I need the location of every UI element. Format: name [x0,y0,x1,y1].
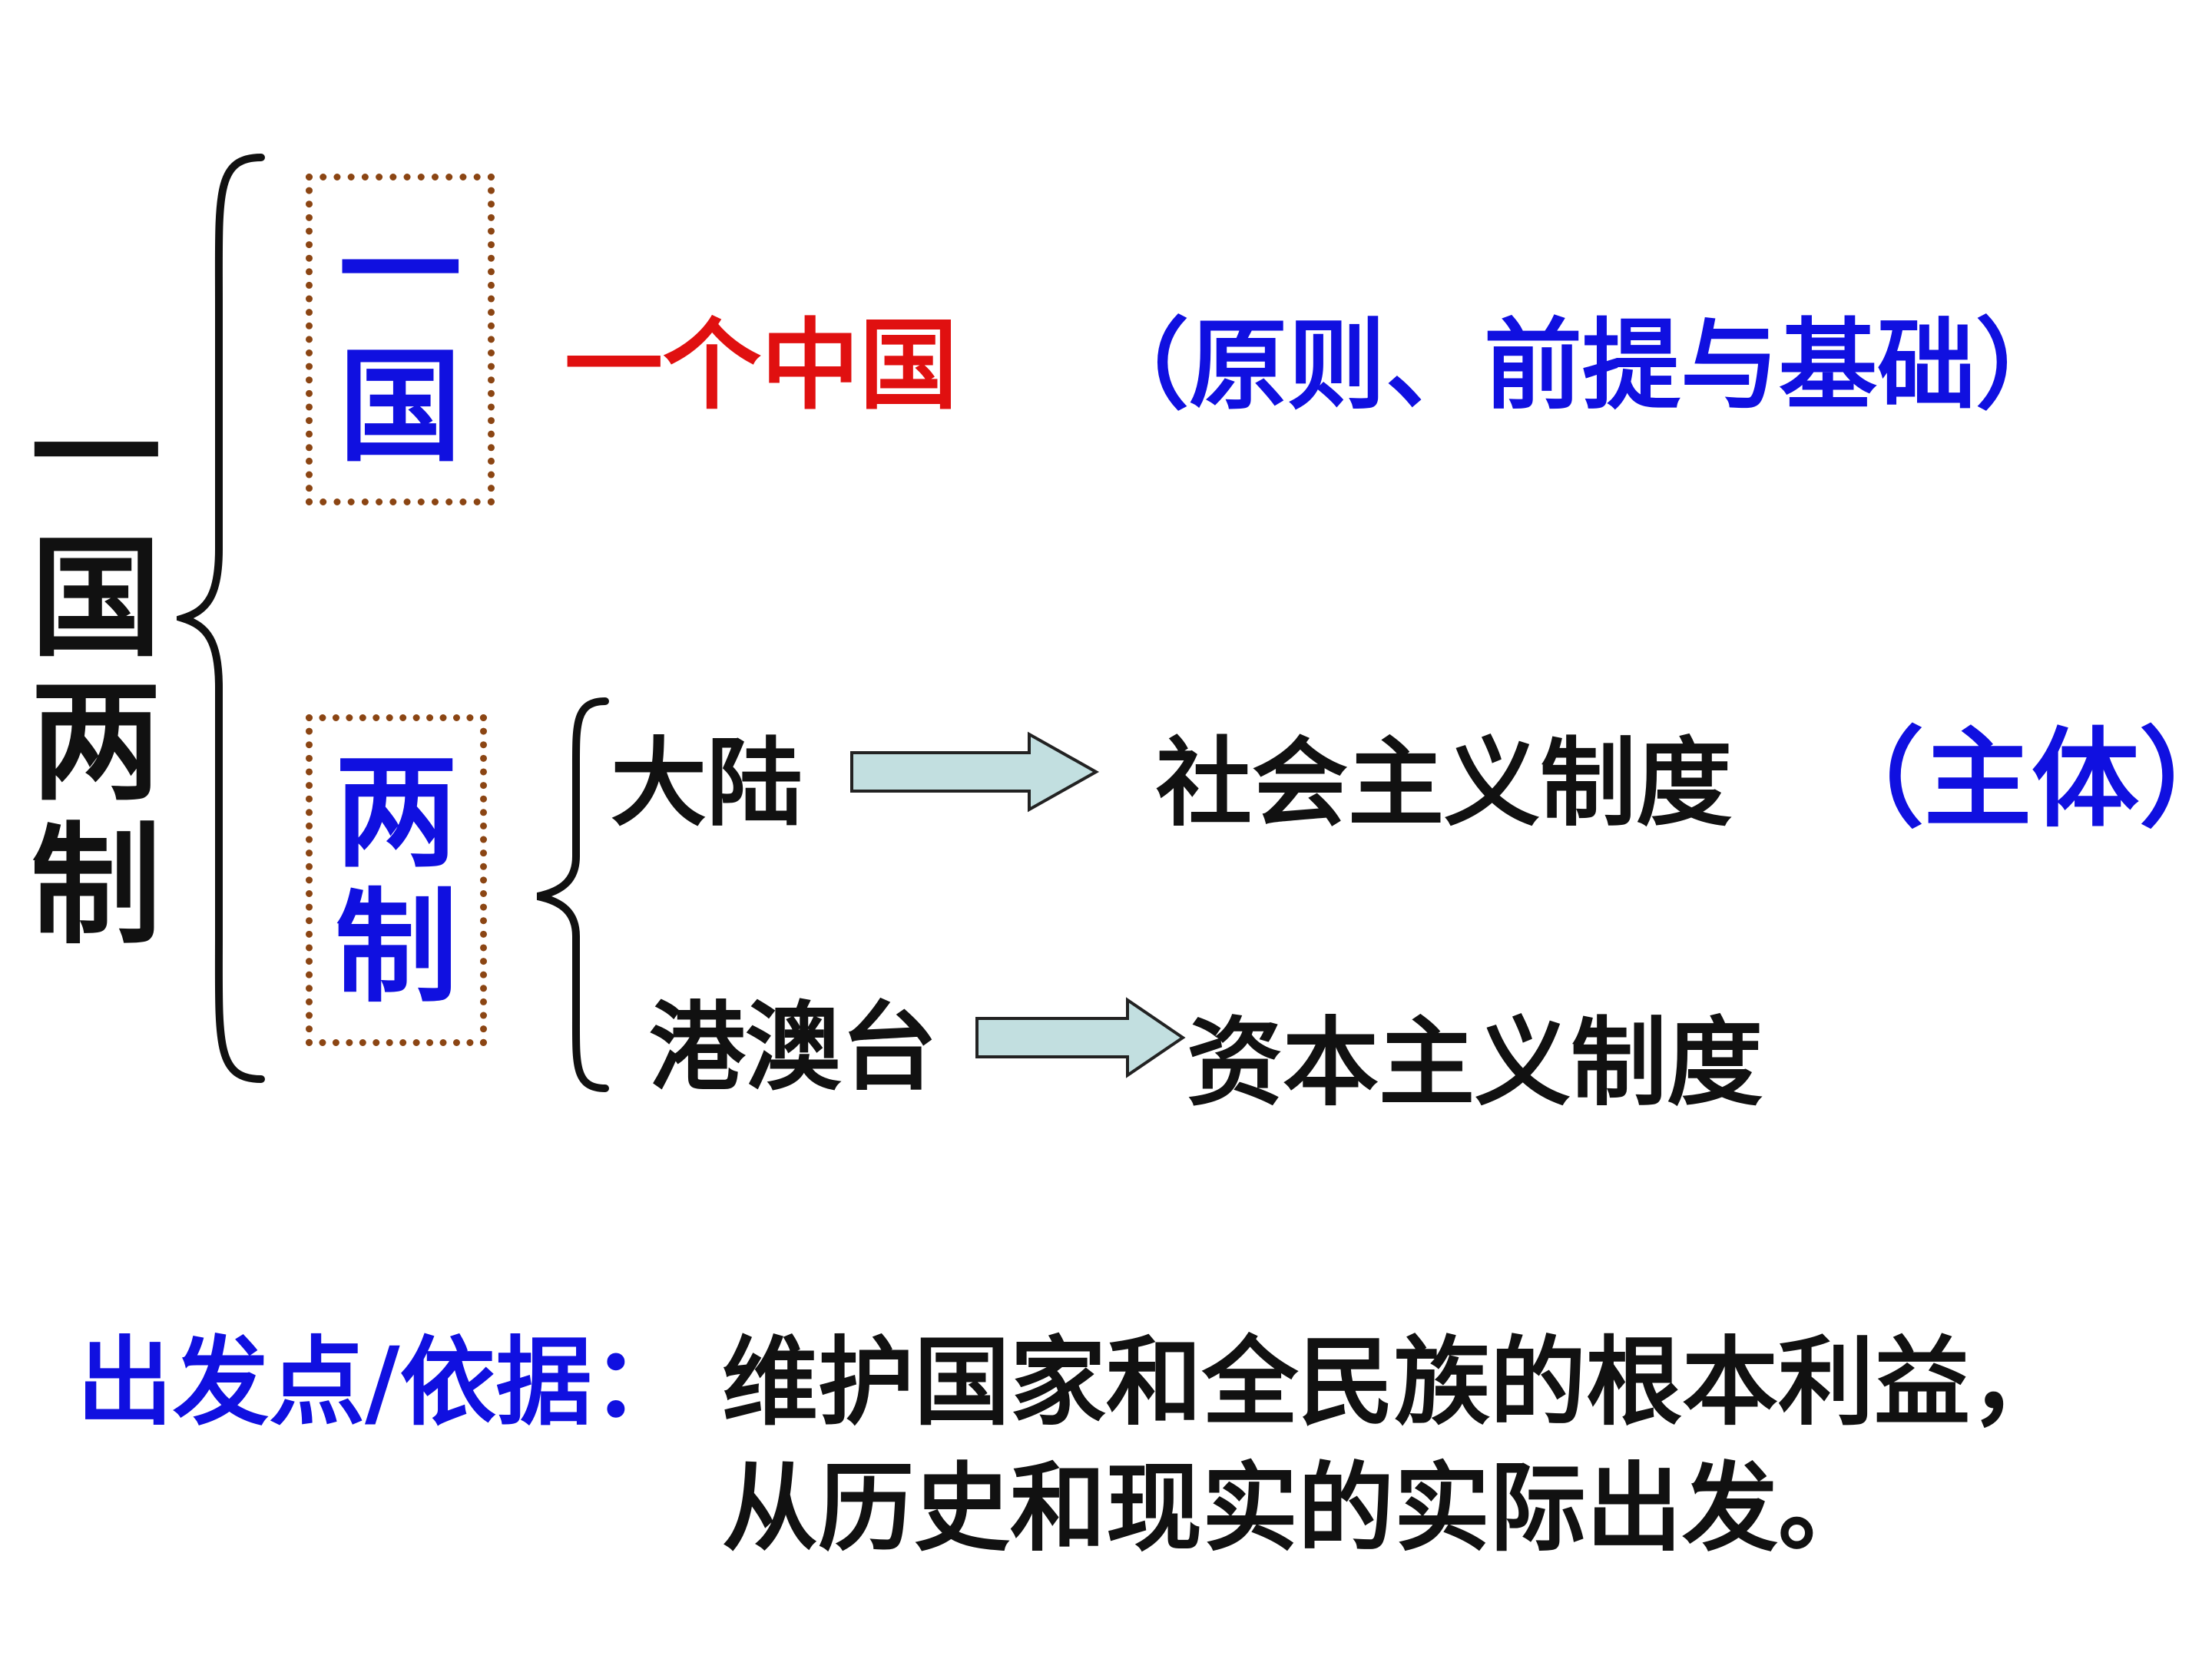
two-systems-box: 两 制 [306,714,487,1046]
arrow-right-icon [850,731,1100,813]
basis-line2: 从历史和现实的实际出发。 [722,1453,1874,1565]
left-brace-icon [536,697,609,1092]
box-char: 国 [338,335,462,478]
basis-label: 出发点/依据： [77,1327,688,1439]
basis-line1: 维护国家和全民族的根本利益， [722,1327,2066,1439]
hmt-label: 港澳台 [649,992,937,1104]
one-country-box-text: 一 国 [313,180,488,498]
title-char: 制 [31,810,162,962]
box-char: 两 [334,740,458,884]
one-china-label: 一个中国 [565,309,959,423]
title-char: 两 [31,667,162,819]
main-title-vertical: 一 国 两 制 [31,384,161,959]
mainland-note: （主体） [1816,717,2212,843]
box-char: 制 [334,876,458,1019]
two-systems-box-text: 两 制 [313,721,480,1039]
mainland-system: 社会主义制度 [1156,728,1732,839]
arrow-right-icon [975,997,1186,1078]
left-brace-icon [177,154,265,1083]
mainland-label: 大陆 [611,728,803,839]
title-char: 国 [31,523,162,675]
box-char: 一 [338,200,462,343]
hmt-system: 资本主义制度 [1187,1008,1763,1119]
title-char: 一 [31,379,162,531]
one-china-note: （原则、前提与基础） [1091,309,2075,423]
one-country-box: 一 国 [306,174,495,505]
